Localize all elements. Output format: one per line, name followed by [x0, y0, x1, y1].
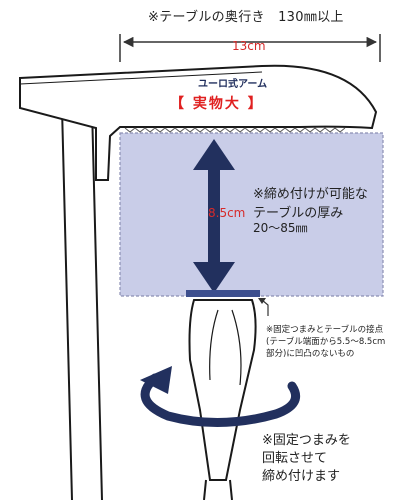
- thickness-range: 20〜85㎜: [253, 221, 308, 235]
- table-depth-note: ※テーブルの奥行き 130㎜以上: [148, 10, 344, 25]
- knob-stem: [203, 479, 233, 500]
- double-arrow-vertical-icon: [193, 139, 235, 293]
- contact-note-line: (テーブル端面から5.5〜8.5cm: [266, 337, 386, 347]
- table-cross-section: [119, 132, 384, 297]
- actual-size-label: 【 実物大 】: [170, 96, 264, 112]
- contact-note: ※固定つまみとテーブルの接点 (テーブル端面から5.5〜8.5cm 部分)に凹凸…: [266, 324, 385, 360]
- fixing-knob: [188, 299, 257, 481]
- thickness-note-line: ※締め付けが可能な: [253, 187, 368, 202]
- contact-note-line: ※固定つまみとテーブルの接点: [266, 325, 384, 335]
- arm-teeth: [124, 127, 346, 133]
- arm-edge-line: [19, 71, 263, 85]
- clamp-pad: [186, 290, 260, 297]
- thickness-dimension-label: 8.5cm: [208, 206, 246, 220]
- rotation-arrow-icon: [140, 373, 300, 428]
- rotate-note-line: ※固定つまみを: [262, 433, 351, 448]
- rotate-note-line: 回転させて: [262, 451, 328, 466]
- thickness-note-line: テーブルの厚み: [253, 206, 344, 221]
- thickness-note: ※締め付けが可能な テーブルの厚み: [253, 185, 368, 223]
- arm-name-label: ユーロ式アーム: [198, 79, 268, 90]
- euro-arm: [19, 64, 378, 181]
- leader-arrow-head: [258, 298, 266, 304]
- lamp-post: [61, 107, 103, 500]
- rotation-arrow-head: [140, 366, 172, 394]
- width-dimension-label: 13cm: [232, 39, 266, 53]
- contact-note-line: 部分)に凹凸のないもの: [266, 349, 355, 359]
- rotate-note-line: 締め付けます: [262, 469, 341, 484]
- rotate-note: ※固定つまみを 回転させて 締め付けます: [262, 432, 351, 486]
- leader-arrow-icon: [261, 299, 269, 316]
- knob-highlight: [209, 309, 242, 386]
